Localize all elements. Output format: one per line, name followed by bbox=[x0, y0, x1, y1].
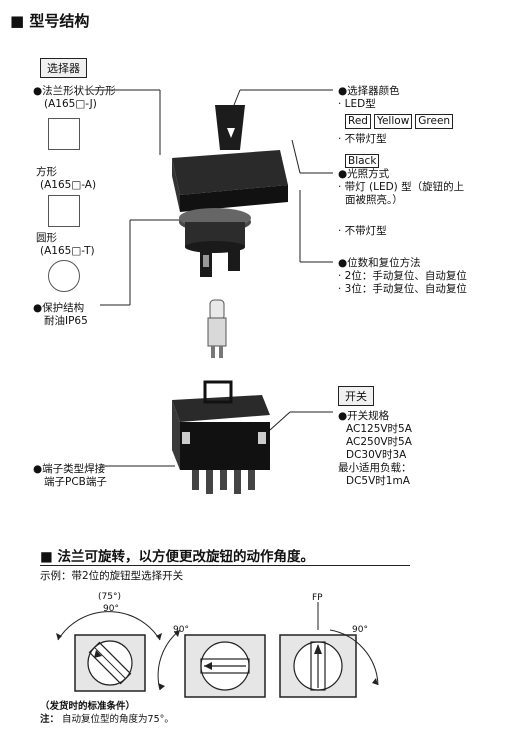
positions-title: ●位数和复位方法 bbox=[338, 257, 421, 269]
color-chip-yellow: Yellow bbox=[373, 114, 413, 129]
note-line: 注： 自动复位型的角度为75°。 bbox=[40, 713, 174, 726]
round-title: 圆形 bbox=[36, 232, 57, 244]
switch-illustration bbox=[100, 380, 333, 494]
diagram2-angle: 90° bbox=[173, 625, 189, 635]
color-chip-green: Green bbox=[415, 114, 454, 129]
terminal-value: 端子PCB端子 bbox=[44, 476, 107, 488]
square-model: (A165□-A) bbox=[40, 179, 97, 191]
title-marker: ■ bbox=[10, 12, 25, 30]
diagram1-angle-top: (75°) bbox=[98, 592, 121, 602]
flange-rect-title: ●法兰形状长方形 bbox=[33, 85, 116, 97]
switch-spec-1: AC125V时5A bbox=[346, 423, 412, 435]
rect-flange-shape bbox=[48, 118, 80, 150]
illumination-no-light: · 不带灯型 bbox=[338, 225, 387, 237]
protection-title: ●保护结构 bbox=[33, 302, 85, 314]
flange-example: 示例：带2位的旋钮型选择开关 bbox=[40, 570, 184, 582]
round-flange-shape bbox=[48, 260, 80, 292]
illumination-title: ●光照方式 bbox=[338, 168, 390, 180]
square-flange-shape bbox=[48, 195, 80, 227]
selector-illustration bbox=[92, 89, 333, 358]
color-no-light: · 不带灯型 bbox=[338, 133, 387, 145]
led-color-chips: Red Yellow Green bbox=[345, 114, 454, 129]
selector-label-box: 选择器 bbox=[40, 58, 87, 78]
color-title: ●选择器颜色 bbox=[338, 85, 400, 97]
positions-2: · 2位：手动复位、自动复位 bbox=[338, 270, 467, 282]
flange-title-marker: ■ bbox=[40, 549, 53, 565]
note-label: 注： bbox=[40, 714, 60, 725]
diagram3-fp: FP bbox=[312, 593, 323, 603]
diagram1-angle-sub: 90° bbox=[103, 604, 119, 614]
no-light-color-chips: Black bbox=[345, 149, 380, 168]
flange-rect-model: (A165□-J) bbox=[44, 98, 97, 110]
switch-min-load-title: 最小适用负载： bbox=[338, 462, 412, 474]
page-title: ■ 型号结构 bbox=[10, 10, 89, 31]
color-chip-black: Black bbox=[345, 154, 380, 168]
illumination-led-line2: 面被照亮。） bbox=[345, 194, 403, 206]
title-text: 型号结构 bbox=[29, 12, 90, 30]
note-text: 自动复位型的角度为75°。 bbox=[62, 714, 174, 725]
flange-section-title: ■ 法兰可旋转，以方便更改旋钮的动作角度。 bbox=[40, 545, 314, 565]
diagram3-angle: 90° bbox=[352, 625, 368, 635]
flange-diagrams bbox=[56, 602, 379, 698]
round-model: (A165□-T) bbox=[40, 245, 95, 257]
illumination-led-line1: · 带灯 (LED) 型（旋钮的上 bbox=[338, 181, 465, 193]
switch-spec-2: AC250V时5A bbox=[346, 436, 412, 448]
color-led-type: · LED型 bbox=[338, 98, 376, 110]
note-title: （发货时的标准条件） bbox=[40, 701, 136, 712]
switch-spec-3: DC30V时3A bbox=[346, 449, 407, 461]
flange-title-text: 法兰可旋转，以方便更改旋钮的动作角度。 bbox=[57, 549, 314, 565]
terminal-title: ●端子类型焊接 bbox=[33, 463, 106, 475]
square-title: 方形 bbox=[36, 166, 57, 178]
switch-min-load: DC5V时1mA bbox=[346, 475, 410, 487]
protection-value: 耐油IP65 bbox=[44, 315, 88, 327]
color-chip-red: Red bbox=[345, 114, 371, 129]
positions-3: · 3位：手动复位、自动复位 bbox=[338, 283, 467, 295]
flange-title-underline bbox=[40, 565, 410, 566]
switch-spec-title: ●开关规格 bbox=[338, 410, 390, 422]
switch-label-box: 开关 bbox=[338, 386, 374, 406]
